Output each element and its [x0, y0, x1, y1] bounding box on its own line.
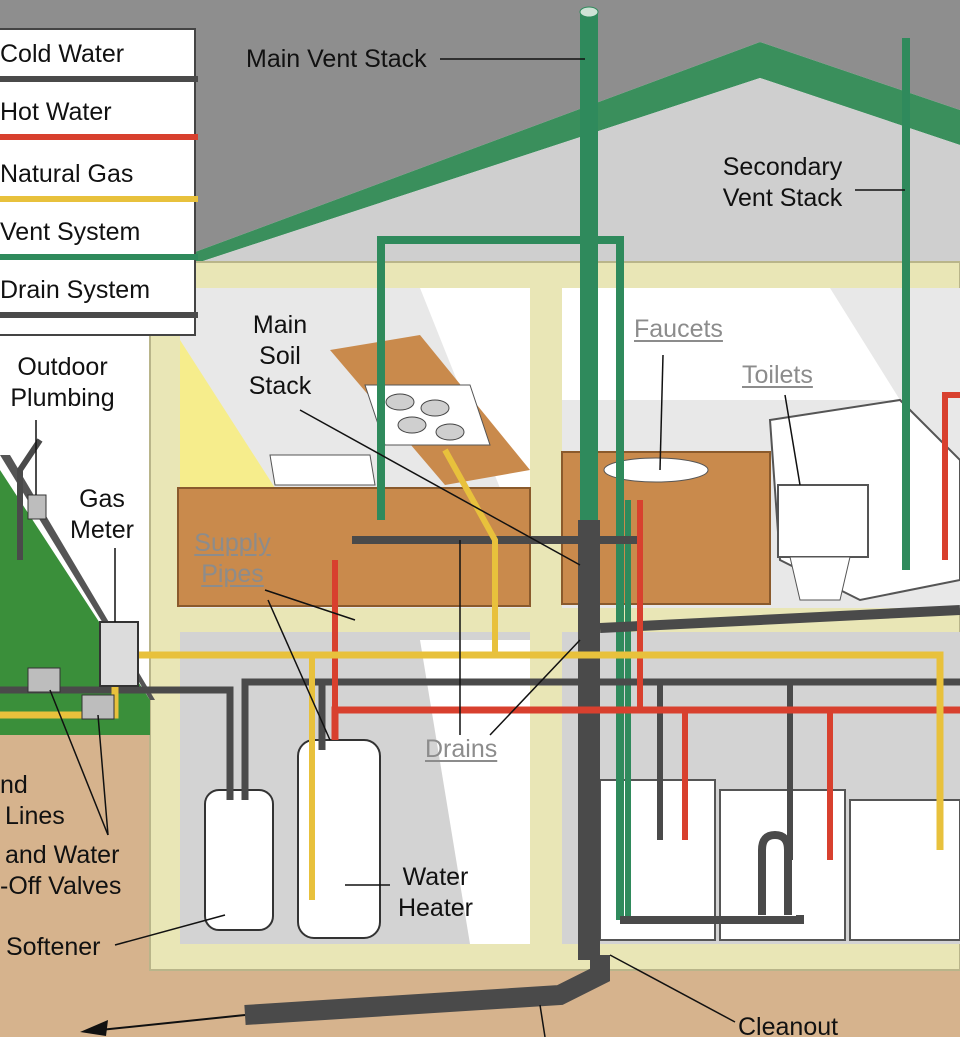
- label-line: and Water: [5, 841, 120, 869]
- legend-swatch: [0, 312, 198, 318]
- leader-line: [299, 409, 581, 566]
- pipe-legend: Cold Water Hot Water Natural Gas Vent Sy…: [0, 28, 198, 336]
- legend-label: Hot Water: [0, 98, 112, 126]
- label-cleanout: Cleanout: [738, 1013, 839, 1041]
- leader-line: [49, 689, 109, 836]
- legend-item-cold-water: Cold Water: [0, 30, 198, 88]
- label-line: nd: [0, 771, 28, 799]
- water-softener: [204, 789, 274, 931]
- label-line: Heater: [397, 893, 474, 922]
- label-toilets: Toilets: [742, 361, 813, 389]
- label-line: Meter: [70, 515, 134, 544]
- kitchen-wall-shade: [180, 340, 275, 488]
- washer: [719, 789, 846, 941]
- leader-line: [539, 1004, 546, 1037]
- label-line: Plumbing: [10, 383, 115, 412]
- leader-line: [489, 639, 581, 736]
- building-sewer-drain: [244, 955, 610, 1025]
- label-shutoff-valves: and Water -Off Valves: [0, 840, 121, 901]
- gas-to-range: [442, 448, 498, 655]
- water-heater: [297, 739, 381, 939]
- roof-trim: [160, 42, 960, 265]
- label-line: Supply: [194, 529, 271, 557]
- leader-line: [97, 714, 109, 836]
- legend-item-drain-system: Drain System: [0, 266, 198, 324]
- label-drains: Drains: [425, 735, 498, 763]
- label-line: Gas: [79, 485, 125, 513]
- basement-window: [420, 640, 530, 944]
- kitchen-sink: [269, 454, 376, 486]
- tub-hot: [942, 392, 960, 560]
- label-secondary-vent-stack: Secondary Vent Stack: [700, 152, 865, 213]
- burner: [385, 393, 415, 411]
- label-main-vent-stack: Main Vent Stack: [246, 45, 427, 73]
- vent-cap: [579, 6, 599, 18]
- gas-meter: [99, 621, 139, 687]
- leader-line: [264, 589, 356, 621]
- legend-label: Cold Water: [0, 40, 125, 68]
- label-lines: nd Lines: [0, 770, 65, 831]
- shutoff-valve: [27, 667, 61, 693]
- label-line: Water: [402, 863, 469, 891]
- basement-drain: [620, 915, 804, 924]
- label-line: Lines: [5, 801, 65, 830]
- label-line: -Off Valves: [0, 871, 122, 900]
- sewer-arrow-line: [99, 1014, 246, 1031]
- label-line: Stack: [248, 372, 312, 400]
- label-softener: Softener: [6, 933, 101, 961]
- leader-line: [114, 914, 226, 946]
- legend-item-vent-system: Vent System: [0, 208, 198, 266]
- burner: [420, 399, 450, 417]
- legend-label: Natural Gas: [0, 160, 134, 188]
- legend-label: Drain System: [0, 276, 151, 304]
- cold-water-main: [0, 686, 234, 800]
- toilet-bowl: [789, 556, 851, 601]
- sewer-arrowhead: [80, 1020, 108, 1036]
- burner: [397, 416, 427, 434]
- label-gas-meter: Gas Meter: [60, 484, 144, 545]
- label-line: Pipes: [201, 559, 264, 588]
- leader-line: [609, 954, 736, 1023]
- label-faucets: Faucets: [634, 315, 723, 343]
- legend-item-hot-water: Hot Water: [0, 88, 198, 146]
- outdoor-cold-line: [17, 438, 43, 560]
- label-main-soil-stack: Main Soil Stack: [238, 310, 322, 402]
- label-outdoor-plumbing: Outdoor Plumbing: [0, 352, 125, 413]
- leader-line: [267, 599, 331, 741]
- label-line: Vent Stack: [722, 183, 843, 212]
- legend-swatch: [0, 76, 198, 82]
- kitchen-cabinet: [177, 487, 531, 607]
- vent-branch: [377, 236, 624, 920]
- burner: [435, 423, 465, 441]
- ground-left: [0, 640, 150, 1037]
- leader-line: [659, 354, 664, 471]
- label-line: Outdoor: [17, 353, 108, 381]
- upper-drain-branch: [599, 605, 960, 633]
- legend-swatch: [0, 254, 198, 260]
- bathroom-sink: [603, 457, 709, 483]
- legend-swatch: [0, 134, 198, 140]
- bathroom-back: [562, 288, 900, 400]
- legend-swatch: [0, 196, 198, 202]
- toilet-tank: [777, 484, 869, 558]
- legend-label: Vent System: [0, 218, 141, 246]
- label-line: Secondary: [722, 153, 843, 181]
- leader-line: [784, 394, 801, 486]
- label-supply-pipes: Supply Pipes: [180, 528, 285, 589]
- label-line: Main: [252, 311, 308, 339]
- label-water-heater: Water Heater: [388, 862, 483, 923]
- cold-water-supply: [241, 678, 960, 800]
- label-line: Soil: [259, 341, 301, 370]
- hose-bib: [27, 494, 47, 520]
- roof: [0, 0, 960, 265]
- legend-item-natural-gas: Natural Gas: [0, 150, 198, 208]
